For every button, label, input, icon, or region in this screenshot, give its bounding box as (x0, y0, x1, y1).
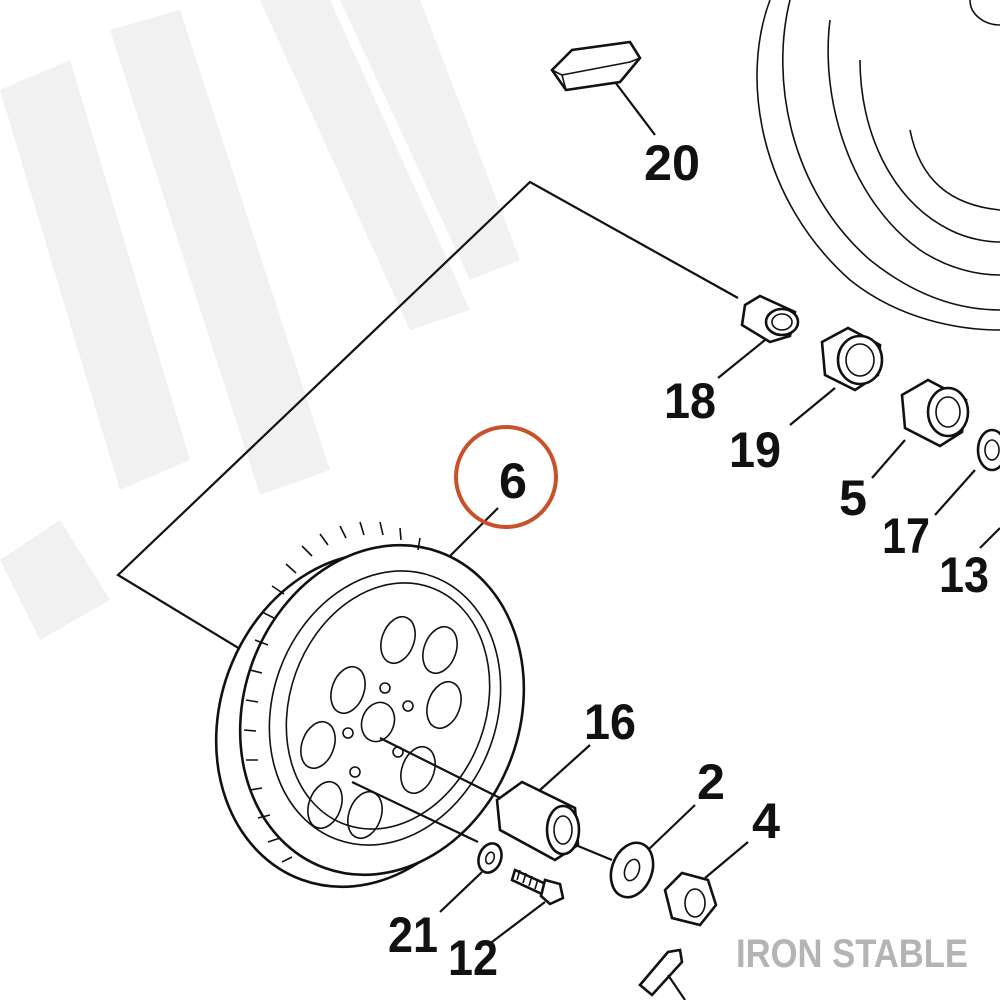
part-labels: 20 18 19 5 17 13 6 16 2 4 21 12 (388, 135, 989, 986)
label-18: 18 (664, 373, 716, 429)
part-17-washer (934, 428, 1000, 516)
part-6-pulley (214, 507, 526, 889)
label-20: 20 (644, 135, 700, 191)
label-6: 6 (499, 453, 527, 509)
cotter-pin (638, 948, 686, 1000)
label-5: 5 (839, 470, 867, 526)
label-19: 19 (729, 422, 781, 478)
label-4: 4 (752, 793, 780, 849)
engine-case-outline (756, 0, 1000, 331)
part-12-bolt (491, 868, 565, 943)
part-21-washer (351, 781, 503, 913)
brand-logo-text: IRON STABLE (736, 932, 968, 976)
label-12: 12 (448, 930, 498, 986)
label-21: 21 (388, 907, 438, 963)
assembly-bracket (116, 180, 739, 656)
label-13: 13 (939, 547, 989, 603)
part-13-leader (979, 527, 1000, 549)
label-17: 17 (882, 508, 930, 564)
part-18-bushing (717, 294, 800, 379)
label-2: 2 (697, 754, 725, 810)
part-19-bearing (789, 326, 884, 426)
highlight-circle (454, 425, 558, 529)
part-20-key (550, 40, 656, 136)
part-16-spacer (379, 737, 613, 862)
watermark-shapes (0, 0, 520, 640)
part-4-nut (663, 841, 749, 927)
part-2-washer (609, 804, 696, 899)
part-5-spacer (871, 378, 970, 479)
label-16: 16 (584, 694, 636, 750)
